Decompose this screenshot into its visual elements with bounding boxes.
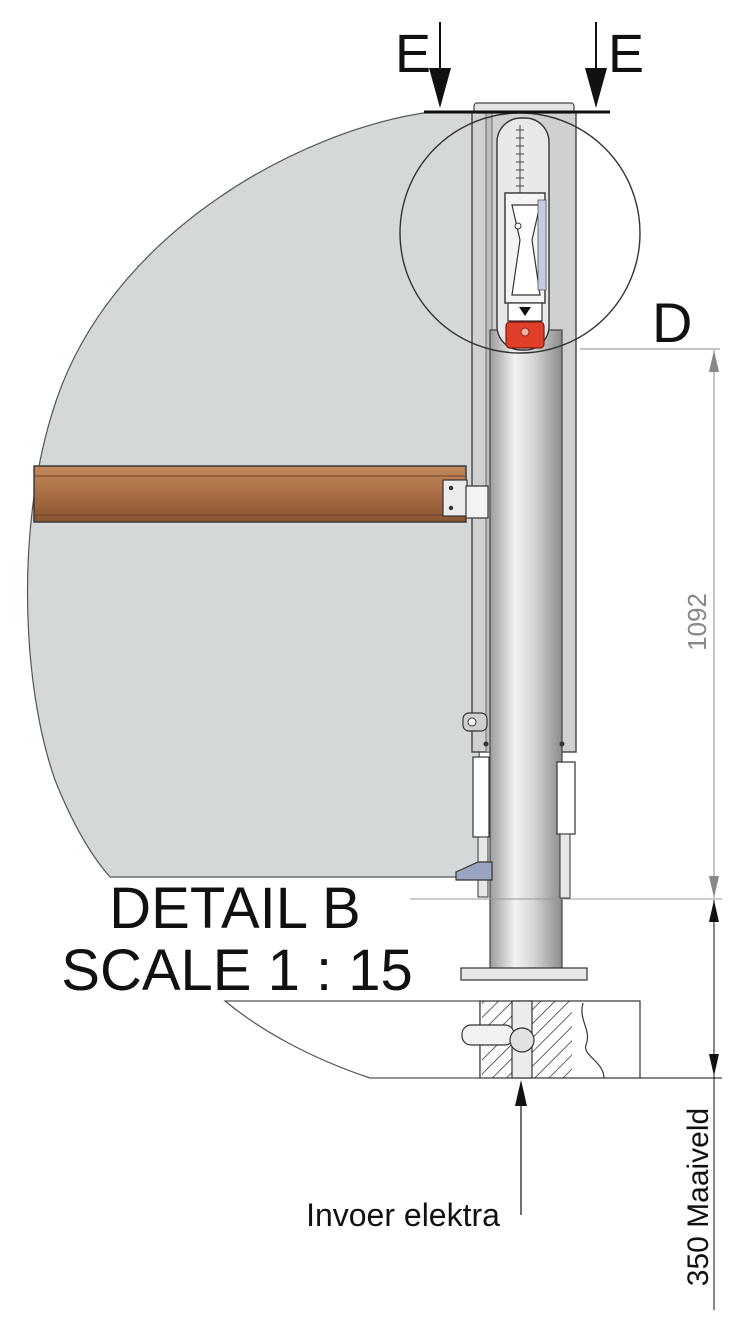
- lock-pin: [514, 222, 522, 230]
- base-plate: [460, 967, 588, 981]
- ground-arc: [223, 1000, 481, 1079]
- callout-text: Invoer elektra: [306, 1197, 500, 1233]
- section-label-left: E: [395, 24, 431, 84]
- dim-1092-arrow-top: [709, 350, 719, 372]
- ground-hatch-right: [532, 1001, 572, 1078]
- side-fitting-bolt: [467, 717, 477, 727]
- detail-label: D: [652, 291, 692, 354]
- detail-title: DETAIL B: [109, 876, 360, 941]
- rack: [516, 125, 524, 195]
- section-arrow-right-head: [585, 68, 607, 108]
- bracket-bolt-top: [448, 485, 454, 491]
- red-element-dot: [520, 327, 530, 337]
- section-arrow-left-head: [429, 68, 451, 108]
- callout-arrow-head: [515, 1080, 527, 1106]
- dim-1092-arrow-bottom: [709, 876, 719, 898]
- section-label-right: E: [608, 24, 644, 84]
- sleeve-screw-right: [559, 741, 565, 747]
- dim-1092-value: 1092: [682, 593, 712, 651]
- wood-beam: [33, 465, 467, 523]
- dim-350-arrow-top: [709, 900, 719, 922]
- main-pipe: [489, 329, 563, 971]
- lower-clamp-right: [556, 761, 576, 835]
- beam-bracket-back: [465, 485, 489, 519]
- dim-350-value: 350 Maaiveld: [682, 1108, 715, 1286]
- lower-clamp-left: [472, 756, 490, 838]
- lock-side-plate: [537, 199, 547, 291]
- detail-scale: SCALE 1 : 15: [61, 938, 412, 1003]
- ground-break-line: [581, 1002, 605, 1079]
- beam-bracket: [442, 479, 468, 517]
- cable-joint: [509, 1027, 535, 1053]
- ground-bracket: [455, 861, 493, 881]
- cable-elbow: [461, 1024, 515, 1046]
- lower-guide-right: [559, 833, 571, 899]
- sleeve-screw-left: [483, 741, 489, 747]
- down-arrow-icon: [519, 307, 531, 316]
- dim-350-arrow-bottom: [709, 1054, 719, 1076]
- bracket-bolt-bottom: [448, 505, 454, 511]
